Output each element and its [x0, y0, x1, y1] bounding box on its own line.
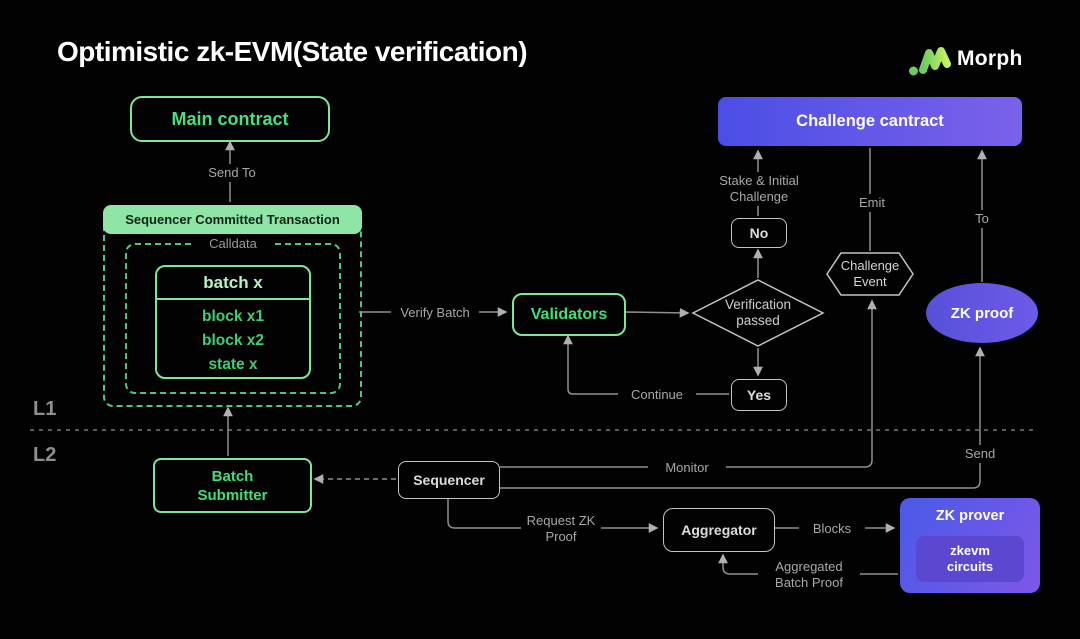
monitor-label: Monitor: [648, 459, 726, 477]
page-title: Optimistic zk-EVM(State verification): [57, 36, 528, 67]
morph-logo-icon: [909, 47, 951, 76]
validators-node: Validators: [512, 293, 626, 336]
batch-row-block-x2: block x2: [201, 332, 265, 349]
aggregator-node: Aggregator: [663, 508, 775, 552]
zk-prover-node: ZK prover zkevm circuits: [900, 498, 1040, 593]
connector-send: [500, 346, 985, 489]
connector-validators-to-diamond: [623, 307, 690, 318]
send-to-label: Send To: [194, 164, 270, 182]
brand-name: Morph: [957, 47, 1023, 70]
batch-submitter-text: Batch Submitter: [197, 467, 268, 504]
zk-proof-text: ZK proof: [950, 304, 1014, 322]
continue-label: Continue: [618, 386, 696, 404]
batch-row-block-x1: block x1: [201, 308, 265, 325]
stake-initial-challenge-label: Stake & Initial Challenge: [697, 172, 821, 206]
no-node: No: [731, 218, 787, 248]
zkevm-circuits-node: zkevm circuits: [916, 536, 1024, 582]
main-contract-node: Main contract: [130, 96, 330, 142]
verification-passed-text: Verification passed: [724, 297, 792, 328]
batch-header: batch x: [157, 267, 309, 300]
to-label: To: [962, 210, 1002, 228]
l1-label: L1: [33, 398, 57, 420]
challenge-contract-node: Challenge cantract: [718, 97, 1022, 146]
aggregated-batch-proof-label: Aggregated Batch Proof: [758, 558, 860, 592]
emit-label: Emit: [846, 194, 898, 212]
verify-batch-label: Verify Batch: [391, 304, 479, 322]
blocks-label: Blocks: [799, 520, 865, 538]
request-zk-proof-label: Request ZK Proof: [521, 512, 601, 546]
zk-prover-title: ZK prover: [935, 508, 1005, 524]
l2-label: L2: [33, 444, 57, 466]
yes-node: Yes: [731, 379, 787, 411]
sequencer-node: Sequencer: [398, 461, 500, 499]
send-label: Send: [955, 445, 1005, 463]
calldata-label: Calldata: [194, 235, 272, 253]
batch-submitter-node: Batch Submitter: [153, 458, 312, 513]
sequencer-committed-transaction-container: Sequencer Committed Transaction: [103, 205, 362, 407]
batch-row-state-x: state x: [208, 356, 258, 373]
batch-node: batch x block x1 block x2 state x: [155, 265, 311, 379]
zkevm-circuits-text: zkevm circuits: [946, 543, 994, 574]
sequencer-committed-transaction-header: Sequencer Committed Transaction: [103, 205, 362, 234]
challenge-event-text: Challenge Event: [840, 258, 900, 289]
brand-logo: Morph: [908, 40, 1023, 78]
